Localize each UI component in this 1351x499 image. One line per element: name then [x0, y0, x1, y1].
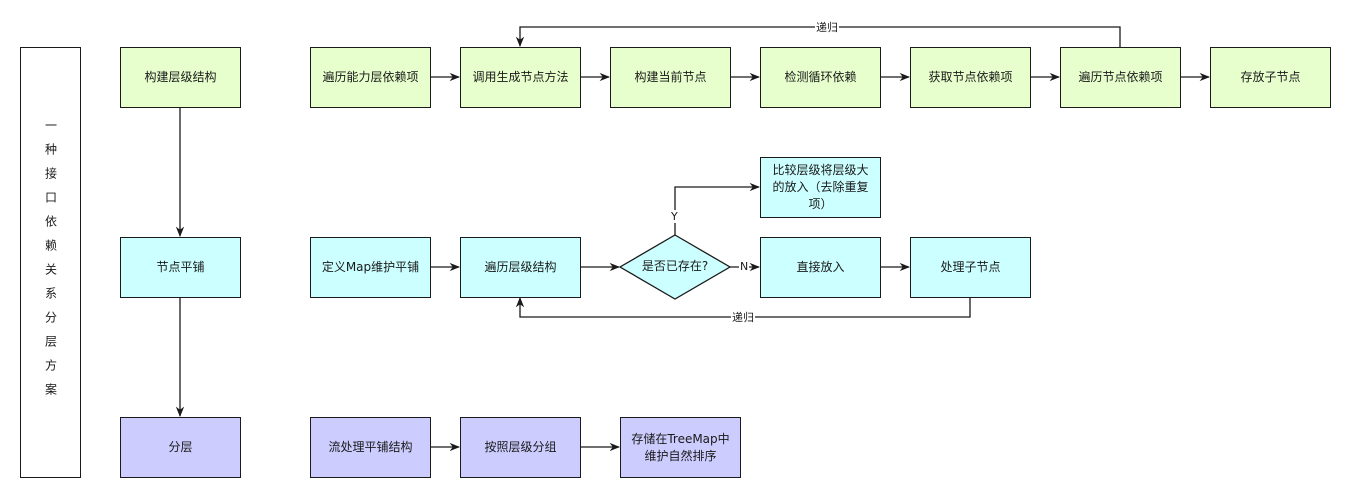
node-compare-level[interactable]: 比较层级将层级大的放入（去除重复项）: [760, 157, 881, 218]
node-label: 调用生成节点方法: [472, 70, 569, 84]
node-r3-step-3[interactable]: 存储在TreeMap中维护自然排序: [620, 417, 741, 478]
node-label: 存放子节点: [1240, 70, 1301, 84]
no-label: N: [739, 260, 750, 273]
node-flatten[interactable]: 节点平铺: [120, 237, 241, 298]
node-label: 遍历节点依赖项: [1078, 70, 1163, 84]
node-label: 节点平铺: [156, 260, 205, 274]
node-r1-step-3[interactable]: 构建当前节点: [610, 47, 731, 108]
decision-label: 是否已存在?: [641, 259, 709, 273]
recursion-label-row2: 递归: [731, 311, 755, 324]
diagram-title: 一种接口依赖关系分层方案: [43, 118, 58, 407]
node-traverse-hierarchy[interactable]: 遍历层级结构: [460, 237, 581, 298]
yes-label: Y: [670, 210, 679, 223]
node-layering[interactable]: 分层: [120, 417, 241, 478]
edge-r2-yes: [674, 182, 761, 235]
node-label: 存储在TreeMap中维护自然排序: [631, 431, 730, 463]
node-label: 获取节点依赖项: [928, 70, 1013, 84]
node-label: 处理子节点: [940, 260, 1001, 274]
node-label: 比较层级将层级大的放入（去除重复项）: [772, 163, 869, 211]
title-box: 一种接口依赖关系分层方案: [20, 47, 81, 478]
node-label: 构建层级结构: [144, 70, 217, 84]
node-label: 定义Map维护平铺: [321, 260, 420, 274]
node-r1-step-7[interactable]: 存放子节点: [1210, 47, 1331, 108]
node-r1-step-5[interactable]: 获取节点依赖项: [910, 47, 1031, 108]
node-r3-step-2[interactable]: 按照层级分组: [460, 417, 581, 478]
node-build-hierarchy[interactable]: 构建层级结构: [120, 47, 241, 108]
node-r3-step-1[interactable]: 流处理平铺结构: [310, 417, 431, 478]
node-define-map[interactable]: 定义Map维护平铺: [310, 237, 431, 298]
node-label: 遍历能力层依赖项: [322, 70, 419, 84]
node-r1-step-6[interactable]: 遍历节点依赖项: [1060, 47, 1181, 108]
node-label: 遍历层级结构: [484, 260, 557, 274]
recursion-label-row1: 递归: [815, 21, 839, 34]
node-r1-step-4[interactable]: 检测循环依赖: [760, 47, 881, 108]
node-label: 分层: [168, 440, 193, 454]
node-label: 构建当前节点: [634, 70, 707, 84]
node-label: 流处理平铺结构: [328, 440, 413, 454]
node-label: 直接放入: [796, 260, 845, 274]
decision-diamond: [618, 234, 732, 300]
node-r1-step-1[interactable]: 遍历能力层依赖项: [310, 47, 431, 108]
node-label: 按照层级分组: [484, 440, 557, 454]
node-put-directly[interactable]: 直接放入: [760, 237, 881, 298]
node-process-children[interactable]: 处理子节点: [910, 237, 1031, 298]
node-label: 检测循环依赖: [784, 70, 857, 84]
node-r1-step-2[interactable]: 调用生成节点方法: [460, 47, 581, 108]
